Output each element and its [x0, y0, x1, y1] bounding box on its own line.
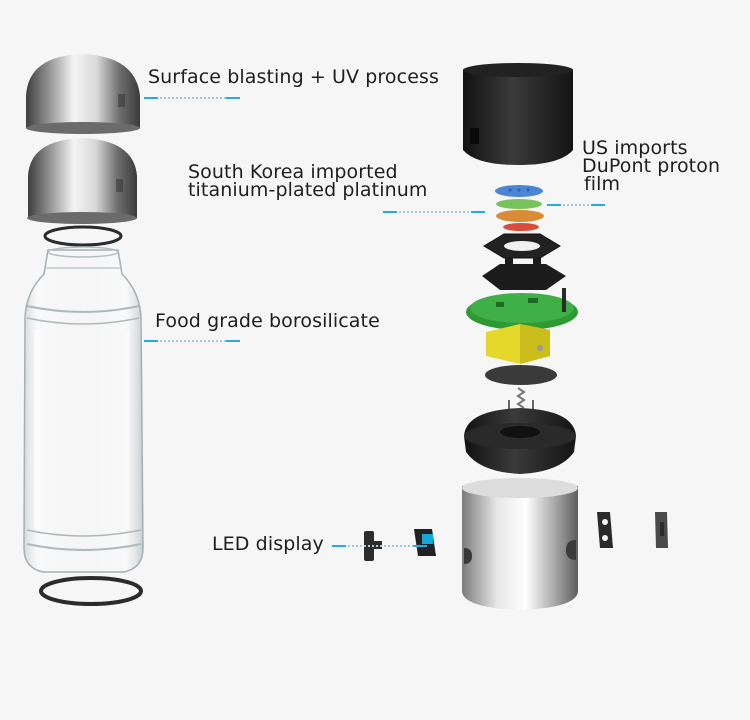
- label-surface-process: Surface blasting + UV process: [148, 67, 439, 87]
- leader-surface-process: [144, 97, 240, 99]
- seal-ring-top: [43, 225, 123, 247]
- label-proton-film-line-3: film: [584, 173, 621, 195]
- leader-proton-film: [547, 204, 605, 206]
- circuit-board: [466, 288, 578, 330]
- side-clips: [597, 512, 668, 548]
- label-led-display-text: LED display: [212, 533, 324, 555]
- inner-cap: [27, 138, 137, 224]
- label-titanium-platinum: South Korea imported titanium-plated pla…: [188, 161, 428, 201]
- label-led-display: LED display: [212, 534, 324, 554]
- label-borosilicate-text: Food grade borosilicate: [155, 310, 380, 332]
- electrode-frame: [483, 233, 561, 259]
- base-dome: [464, 408, 576, 474]
- electrode-housing: [463, 63, 573, 165]
- seal-ring-bottom: [39, 576, 143, 606]
- label-titanium-platinum-line-2: titanium-plated platinum: [188, 179, 428, 201]
- leader-led-display: [332, 545, 427, 547]
- leader-borosilicate: [144, 340, 240, 342]
- label-proton-film-line-1: US imports: [582, 137, 688, 159]
- label-surface-process-text: Surface blasting + UV process: [148, 66, 439, 88]
- battery-block: [486, 324, 550, 364]
- steel-sleeve: [462, 478, 578, 610]
- base-disc: [485, 365, 557, 385]
- glass-bottle: [23, 246, 144, 573]
- label-proton-film: US imports DuPont proton film: [582, 137, 721, 195]
- membrane-stack: [495, 185, 544, 231]
- leader-titanium-platinum: [383, 211, 485, 213]
- gear-plate: [482, 258, 566, 290]
- label-proton-film-line-2: DuPont proton: [582, 155, 721, 177]
- label-borosilicate: Food grade borosilicate: [155, 311, 380, 331]
- label-titanium-platinum-line-1: South Korea imported: [188, 161, 398, 183]
- top-cap: [26, 54, 140, 134]
